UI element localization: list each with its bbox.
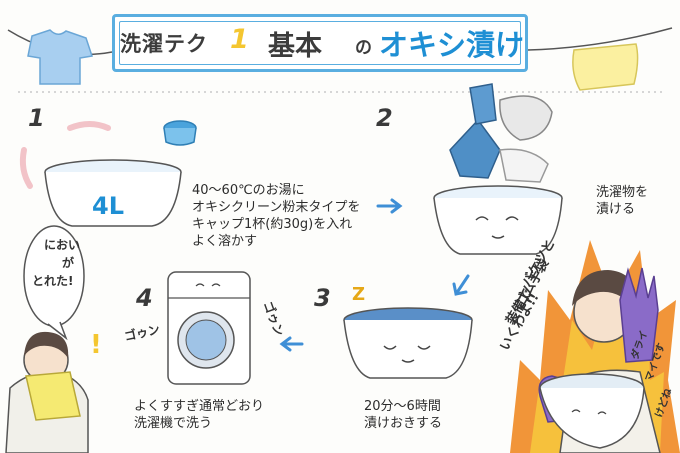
basin-step3-icon — [343, 307, 473, 379]
steam-top — [67, 121, 111, 131]
step-3-caption: 20分〜6時間 漬けおきする — [364, 399, 443, 431]
title-prefix: 洗濯テク — [120, 32, 208, 56]
title-main: 基本 — [268, 31, 322, 62]
step-4-number: 4 — [136, 284, 153, 312]
clothesline-right — [527, 27, 673, 51]
arrow-step1-to-2-icon — [376, 198, 403, 214]
basin-step2-icon — [433, 185, 563, 255]
speech-bubble-left — [23, 225, 85, 341]
basin-step1-icon — [44, 159, 182, 227]
woman-left-icon — [5, 331, 89, 453]
title-number: 1 — [230, 24, 249, 55]
speech-line-3: とれた! — [32, 274, 74, 288]
tshirt-icon — [27, 29, 93, 85]
bucket-icon — [539, 373, 645, 449]
speech-line-1: におい — [44, 238, 81, 252]
step-1-caption: 40〜60℃のお湯に オキシクリーン粉末タイプを キャップ1杯(約30g)を入れ… — [192, 183, 361, 249]
step-4-caption: よくすすぎ通常どおり 洗濯機で洗う — [134, 399, 265, 431]
detergent-cap-icon — [163, 120, 197, 146]
towel-icon — [572, 43, 639, 91]
arrow-step3-to-4-icon — [279, 336, 304, 352]
washing-machine-icon — [167, 271, 251, 385]
clothes-pile-icon — [449, 83, 553, 183]
step-2-caption: 洗濯物を 漬ける — [596, 185, 649, 217]
arrow-step2-to-3-icon — [452, 274, 470, 296]
title-particle: の — [355, 38, 372, 58]
step-1-number: 1 — [28, 104, 45, 132]
basin-volume-label: 4L — [92, 192, 124, 220]
exclaim-mark: ! — [90, 330, 102, 360]
steam-left — [19, 147, 33, 189]
step-2-number: 2 — [376, 104, 393, 132]
sleep-mark: Z — [352, 284, 366, 305]
title-accent: オキシ漬け — [379, 28, 525, 62]
title-frame — [112, 14, 528, 72]
speech-line-2: が — [62, 256, 75, 270]
step-3-number: 3 — [314, 284, 331, 312]
